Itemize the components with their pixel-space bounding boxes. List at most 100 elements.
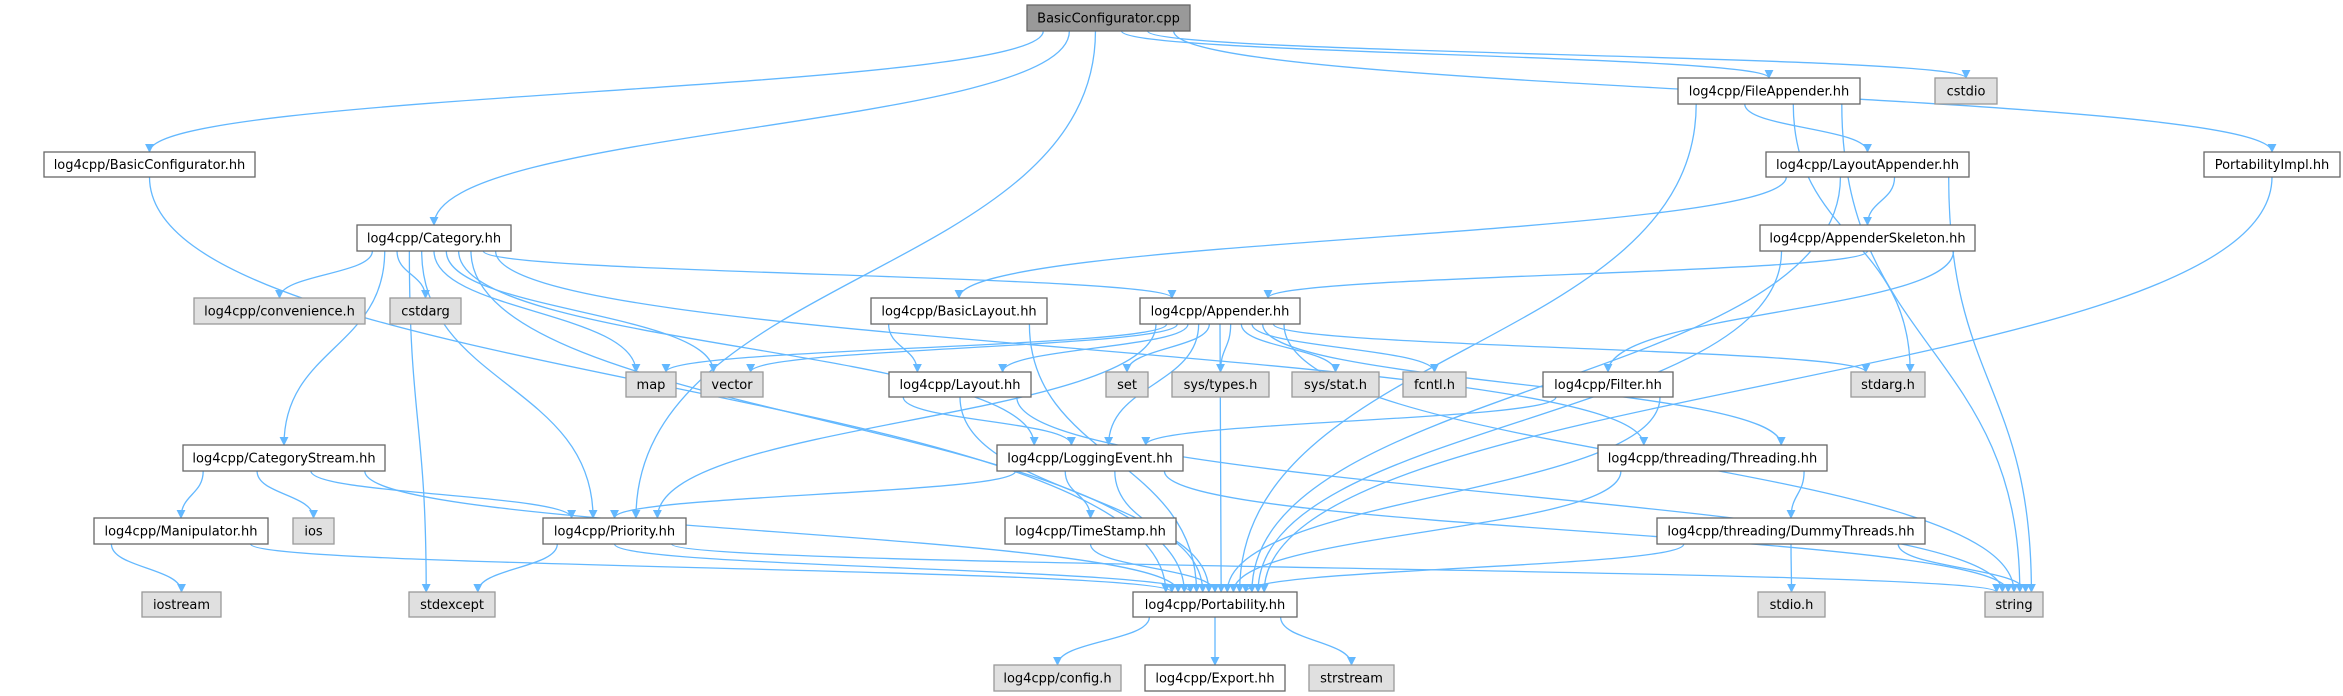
node-iostream[interactable]: iostream bbox=[141, 591, 222, 618]
edge-app-to-map bbox=[661, 323, 1168, 373]
edge-cat-to-cstdarg bbox=[396, 250, 430, 299]
edge-root-to-bchh bbox=[145, 30, 1044, 153]
edge-root-to-cat bbox=[429, 30, 1071, 226]
node-label: log4cpp/Category.hh bbox=[367, 232, 501, 247]
node-lapp[interactable]: log4cpp/LayoutAppender.hh bbox=[1765, 151, 1970, 178]
node-box bbox=[1984, 591, 2044, 618]
node-label: log4cpp/Portability.hh bbox=[1145, 598, 1286, 613]
node-cstdarg[interactable]: cstdarg bbox=[389, 297, 462, 325]
node-map[interactable]: map bbox=[625, 371, 677, 398]
node-label: map bbox=[637, 378, 666, 393]
node-filter[interactable]: log4cpp/Filter.hh bbox=[1542, 371, 1674, 398]
edge-askel-to-filter bbox=[1603, 250, 1955, 373]
node-box bbox=[1934, 77, 1998, 105]
node-bchh[interactable]: log4cpp/BasicConfigurator.hh bbox=[43, 151, 256, 178]
edge-fapp-to-port bbox=[1235, 103, 1697, 593]
node-cstream[interactable]: log4cpp/CategoryStream.hh bbox=[182, 444, 386, 472]
node-layout[interactable]: log4cpp/Layout.hh bbox=[888, 371, 1032, 398]
node-box bbox=[1132, 591, 1298, 618]
edge-manip-to-port bbox=[249, 543, 1177, 593]
node-box bbox=[356, 224, 512, 252]
node-set[interactable]: set bbox=[1105, 371, 1149, 398]
node-label: log4cpp/Manipulator.hh bbox=[104, 525, 257, 540]
node-label: cstdio bbox=[1947, 85, 1986, 100]
node-dummy[interactable]: log4cpp/threading/DummyThreads.hh bbox=[1656, 517, 1926, 545]
edge-layout-to-levent bbox=[902, 396, 1076, 446]
node-blay[interactable]: log4cpp/BasicLayout.hh bbox=[870, 297, 1048, 325]
node-app[interactable]: log4cpp/Appender.hh bbox=[1139, 297, 1301, 325]
node-port[interactable]: log4cpp/Portability.hh bbox=[1132, 591, 1298, 618]
node-manip[interactable]: log4cpp/Manipulator.hh bbox=[93, 517, 269, 545]
edge-askel-to-app bbox=[1263, 250, 1869, 299]
node-box bbox=[1291, 371, 1380, 398]
node-pimpl[interactable]: PortabilityImpl.hh bbox=[2203, 151, 2341, 178]
node-fcntl[interactable]: fcntl.h bbox=[1402, 371, 1467, 398]
node-askel[interactable]: log4cpp/AppenderSkeleton.hh bbox=[1759, 224, 1976, 252]
edge-app-to-sysstat bbox=[1240, 323, 1340, 373]
edge-cat-to-app bbox=[482, 250, 1177, 299]
node-stdarg[interactable]: stdarg.h bbox=[1850, 371, 1926, 398]
node-cstdio[interactable]: cstdio bbox=[1934, 77, 1998, 105]
node-label: log4cpp/TimeStamp.hh bbox=[1015, 525, 1166, 540]
node-box bbox=[1105, 371, 1149, 398]
edge-pimpl-to-port bbox=[1259, 176, 2273, 593]
node-label: set bbox=[1117, 378, 1137, 393]
node-root[interactable]: BasicConfigurator.cpp bbox=[1026, 4, 1191, 32]
node-label: sys/types.h bbox=[1184, 378, 1258, 393]
node-export[interactable]: log4cpp/Export.hh bbox=[1144, 664, 1286, 692]
node-box bbox=[408, 591, 496, 618]
node-ios[interactable]: ios bbox=[292, 517, 335, 545]
node-box bbox=[193, 297, 366, 325]
node-stdexcept[interactable]: stdexcept bbox=[408, 591, 496, 618]
edge-root-to-prio bbox=[631, 30, 1097, 519]
node-label: log4cpp/convenience.h bbox=[204, 305, 355, 320]
edge-cstream-to-manip bbox=[176, 470, 204, 519]
node-label: log4cpp/BasicLayout.hh bbox=[881, 305, 1036, 320]
node-string[interactable]: string bbox=[1984, 591, 2044, 618]
node-stdio[interactable]: stdio.h bbox=[1757, 591, 1826, 618]
edge-app-to-levent bbox=[1104, 323, 1200, 446]
edge-cat-to-conv bbox=[275, 250, 374, 299]
edge-lapp-to-blay bbox=[954, 176, 1787, 299]
node-box bbox=[43, 151, 256, 178]
node-box bbox=[1004, 517, 1177, 545]
node-box bbox=[389, 297, 462, 325]
edge-prio-to-string bbox=[671, 543, 2001, 593]
edge-app-to-fcntl bbox=[1251, 323, 1439, 373]
node-cat[interactable]: log4cpp/Category.hh bbox=[356, 224, 512, 252]
node-box bbox=[1144, 664, 1286, 692]
edge-app-to-systypes bbox=[1216, 323, 1232, 373]
node-tstamp[interactable]: log4cpp/TimeStamp.hh bbox=[1004, 517, 1177, 545]
node-prio[interactable]: log4cpp/Priority.hh bbox=[542, 517, 687, 545]
edge-askel-to-port bbox=[1253, 250, 1783, 593]
node-label: iostream bbox=[153, 598, 210, 613]
node-conv[interactable]: log4cpp/convenience.h bbox=[193, 297, 366, 325]
node-levent[interactable]: log4cpp/LoggingEvent.hh bbox=[996, 444, 1184, 472]
node-thr[interactable]: log4cpp/threading/Threading.hh bbox=[1597, 444, 1828, 472]
node-box bbox=[1542, 371, 1674, 398]
node-label: BasicConfigurator.cpp bbox=[1037, 12, 1180, 27]
node-box bbox=[625, 371, 677, 398]
node-label: sys/stat.h bbox=[1304, 378, 1367, 393]
edges-layer bbox=[110, 30, 2277, 666]
node-label: log4cpp/LayoutAppender.hh bbox=[1776, 158, 1959, 173]
edge-manip-to-iostream bbox=[110, 543, 186, 593]
node-label: log4cpp/Filter.hh bbox=[1554, 378, 1662, 393]
node-strstream[interactable]: strstream bbox=[1308, 664, 1395, 692]
node-box bbox=[1171, 371, 1270, 398]
edge-layout-to-port bbox=[959, 396, 1208, 593]
node-config[interactable]: log4cpp/config.h bbox=[993, 664, 1122, 692]
node-systypes[interactable]: sys/types.h bbox=[1171, 371, 1270, 398]
edge-tstamp-to-port bbox=[1089, 543, 1220, 593]
node-box bbox=[1402, 371, 1467, 398]
node-sysstat[interactable]: sys/stat.h bbox=[1291, 371, 1380, 398]
edge-filter-to-port bbox=[1222, 396, 1661, 593]
node-box bbox=[1850, 371, 1926, 398]
node-fapp[interactable]: log4cpp/FileAppender.hh bbox=[1677, 77, 1861, 105]
edge-layout-to-string bbox=[1016, 396, 2007, 593]
edge-dummy-to-stdio bbox=[1786, 543, 1796, 593]
node-vector[interactable]: vector bbox=[700, 371, 764, 398]
node-box bbox=[1677, 77, 1861, 105]
node-box bbox=[870, 297, 1048, 325]
